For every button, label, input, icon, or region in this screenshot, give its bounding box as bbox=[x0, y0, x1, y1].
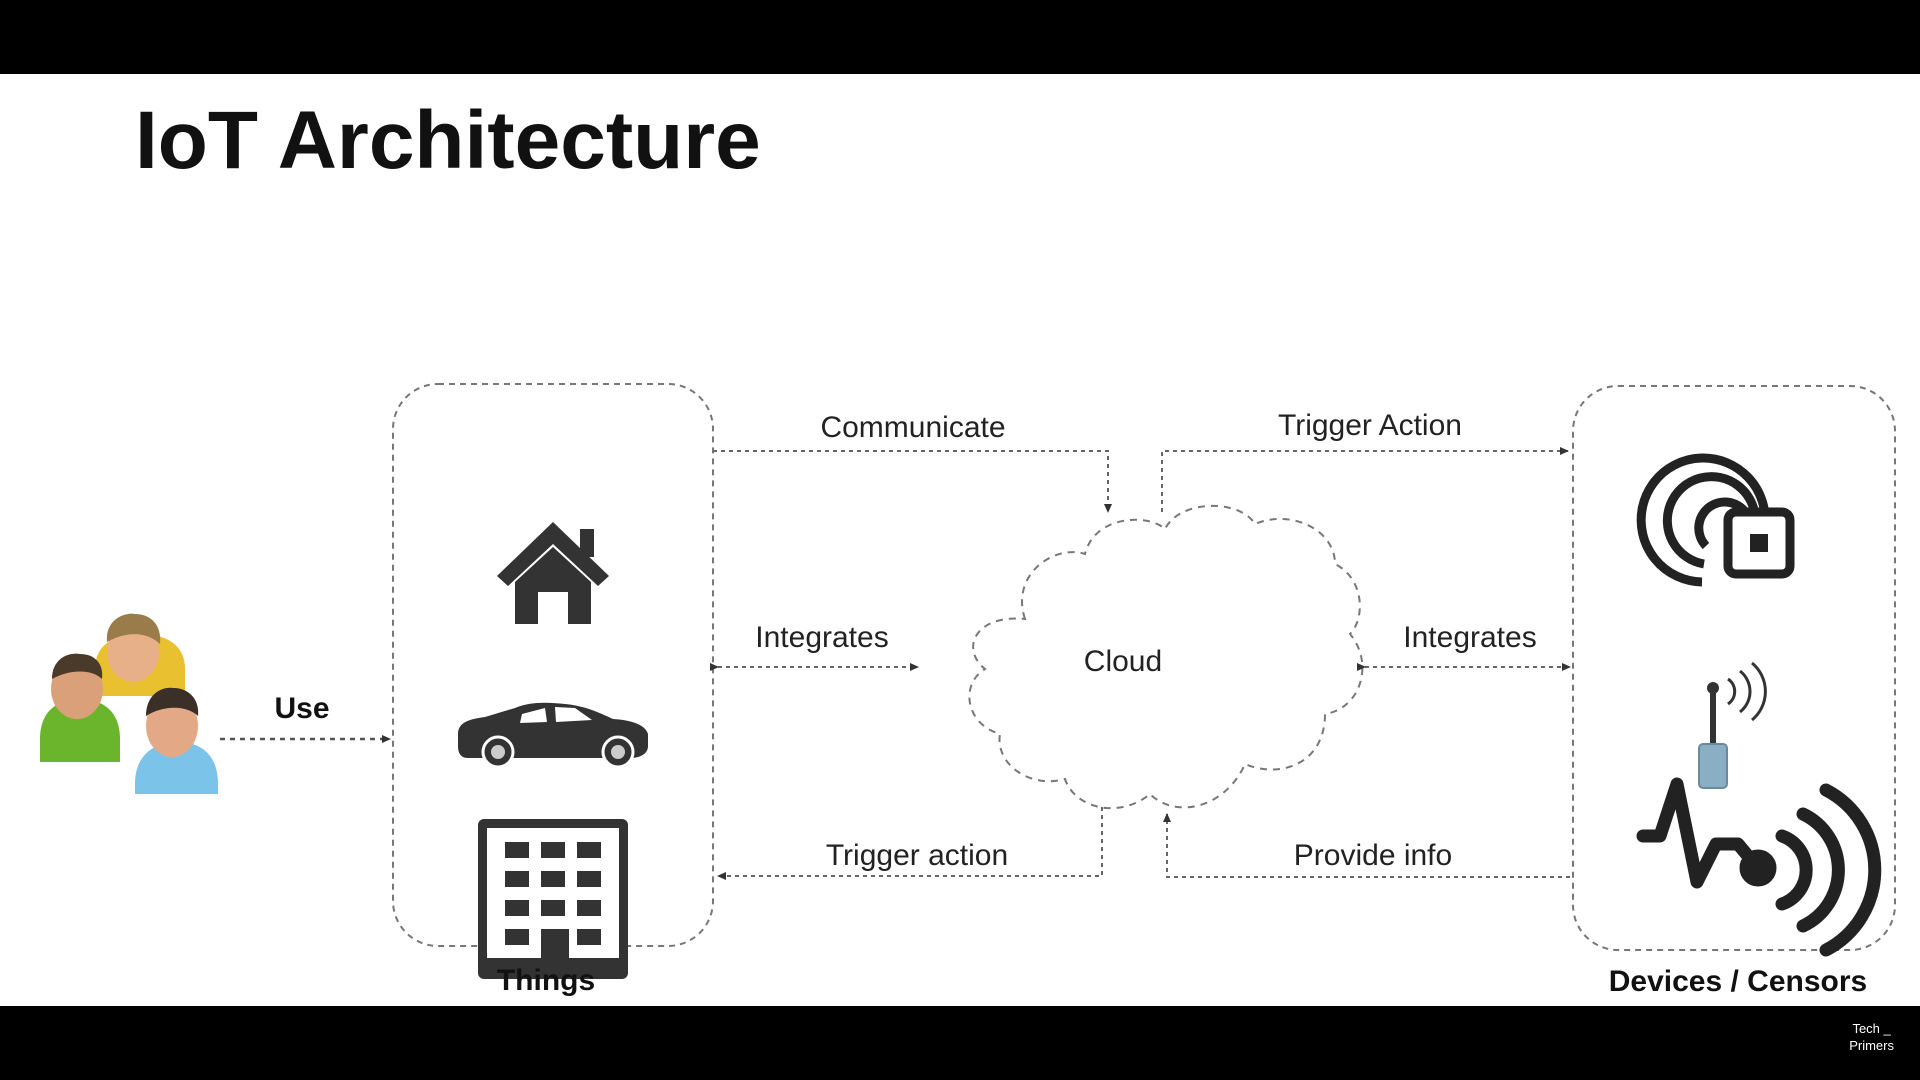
page-title: IoT Architecture bbox=[135, 95, 761, 186]
house-icon bbox=[497, 522, 609, 624]
trigger-action-right-arrow bbox=[1161, 447, 1569, 512]
users-group-icon bbox=[40, 613, 218, 794]
provide-info-label: Provide info bbox=[1294, 839, 1452, 872]
building-icon bbox=[478, 819, 628, 979]
rfid-tag-icon bbox=[1636, 453, 1795, 587]
cloud-label: Cloud bbox=[1084, 645, 1162, 678]
cloud-shape bbox=[968, 504, 1364, 810]
antenna-signal-icon bbox=[1698, 661, 1767, 789]
trigger-action-left-label: Trigger action bbox=[826, 839, 1008, 872]
provide-info-arrow bbox=[1163, 813, 1570, 878]
use-label: Use bbox=[274, 692, 329, 725]
watermark-line-1: Tech _ bbox=[1852, 1021, 1891, 1036]
communicate-label: Communicate bbox=[820, 411, 1005, 444]
iot-architecture-diagram: Cloud Use bbox=[40, 383, 1896, 998]
slide: Cloud Use bbox=[0, 74, 1920, 1006]
devices-label: Devices / Censors bbox=[1609, 965, 1867, 998]
integrates-right-label: Integrates bbox=[1403, 621, 1536, 654]
car-icon bbox=[458, 702, 648, 769]
things-label: Things bbox=[497, 964, 595, 997]
integrates-left-label: Integrates bbox=[755, 621, 888, 654]
communicate-arrow bbox=[713, 450, 1112, 513]
heartbeat-sensor-icon bbox=[1636, 777, 1882, 957]
channel-watermark: Tech _ Primers bbox=[1849, 1020, 1894, 1054]
devices-container bbox=[1572, 385, 1896, 951]
watermark-line-2: Primers bbox=[1849, 1038, 1894, 1053]
trigger-action-right-label: Trigger Action bbox=[1278, 409, 1462, 442]
